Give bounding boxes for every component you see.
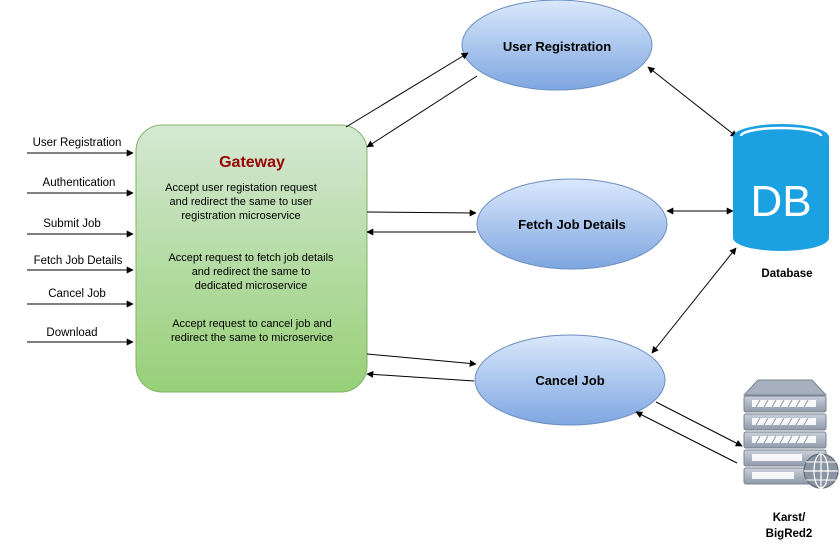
cancel-job-label: Cancel Job [535,373,604,388]
gateway-description-3: Accept request to cancel job and redirec… [171,318,333,344]
gateway-node: Gateway Accept user registation request … [135,124,368,393]
fetch-job-details-ellipse [476,178,668,270]
server-label-line-1: Karst/ [773,512,806,524]
gateway-desc-3-line-1: Accept request to cancel job and [172,318,332,330]
gateway-desc-1-line-1: Accept user registation request [165,182,317,194]
gateway-description-1: Accept user registation request and redi… [165,182,317,222]
cancel-job-service: Cancel Job [474,334,666,426]
user-registration-ellipse [461,0,653,91]
arrow-gateway-to-cancel-job [366,353,477,367]
globe-icon [803,453,839,489]
gateway-desc-3-line-2: redirect the same to microservice [171,332,333,344]
input-label-cancel-job: Cancel Job [48,288,106,300]
database-cylinder-body [733,137,829,251]
user-registration-label: User Registration [503,39,611,54]
user-registration-service: User Registration [461,0,653,91]
input-labels: User Registration Authentication Submit … [33,137,123,339]
fetch-job-details-label: Fetch Job Details [518,217,626,232]
database-label: Database [761,268,812,280]
server-label-line-2: BigRed2 [766,528,813,540]
database-top-highlight [739,126,823,137]
gateway-desc-1-line-3: registration microservice [181,210,300,222]
server-top-cap [742,379,828,396]
server-units [743,395,827,485]
gateway-service-arrows [345,52,478,382]
arrow-gateway-to-user-registration [345,52,469,128]
gateway-desc-2-line-1: Accept request to fetch job details [168,252,334,264]
fetch-job-details-service: Fetch Job Details [476,178,668,270]
arrow-cancel-job-to-gateway [366,370,475,382]
gateway-desc-2-line-3: dedicated microservice [195,280,308,292]
database-icon-text: DB [750,177,811,226]
input-label-user-registration: User Registration [33,137,122,149]
gateway-box [135,124,368,393]
input-label-submit-job: Submit Job [43,218,101,230]
gateway-title: Gateway [219,154,285,171]
arrow-cancel-job-to-server [655,401,743,447]
arrow-user-registration-db [647,66,738,138]
gateway-description-2: Accept request to fetch job details and … [168,252,334,292]
input-arrows [27,149,134,346]
gateway-desc-1-line-2: and redirect the same to user [169,196,312,208]
input-label-download: Download [46,327,97,339]
backend-arrows [635,66,743,464]
database-icon: DB [733,124,829,251]
arrow-gateway-to-fetch-job [366,209,477,217]
input-label-fetch-job-details: Fetch Job Details [34,255,123,267]
arrow-cancel-job-db [651,247,737,354]
input-label-authentication: Authentication [43,177,116,189]
arrow-server-to-cancel-job [635,411,738,464]
arrow-user-registration-to-gateway [366,75,478,148]
gateway-desc-2-line-2: and redirect the same to [192,266,311,278]
cancel-job-ellipse [474,334,666,426]
server-icon [742,379,839,489]
